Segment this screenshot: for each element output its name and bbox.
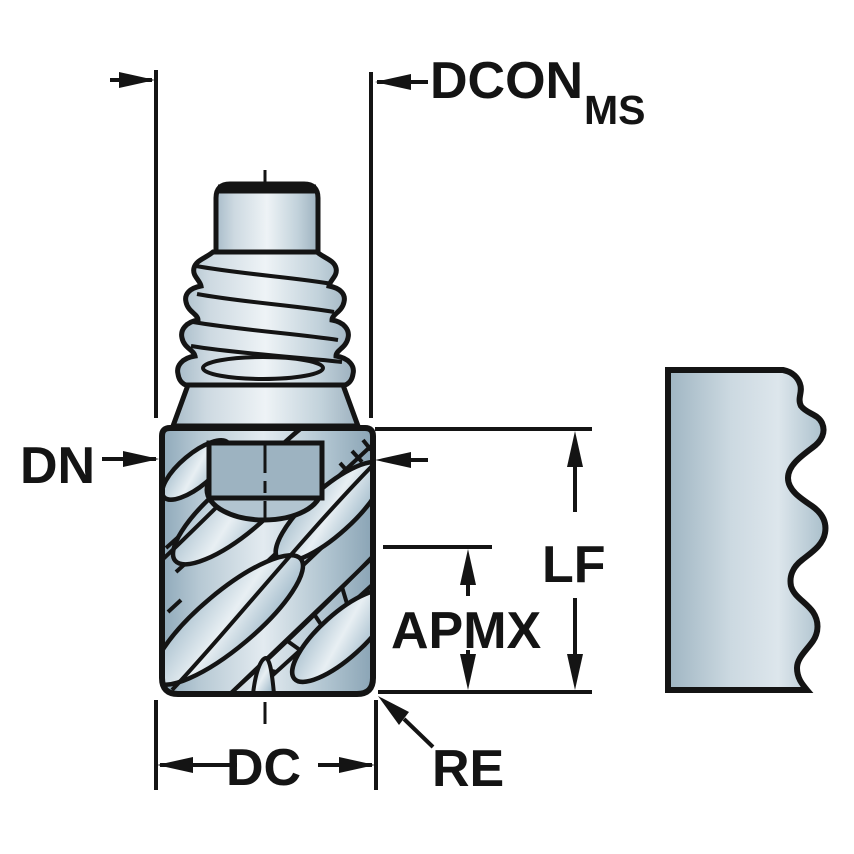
cutter-head <box>159 425 376 697</box>
label-dn: DN <box>20 437 95 495</box>
arrow-down-icon <box>460 654 476 690</box>
arrow-right-icon <box>123 451 159 467</box>
workpiece-profile <box>665 367 829 693</box>
arrow-left-icon <box>375 452 411 468</box>
center-tooth <box>250 655 277 694</box>
dimension-dconms <box>110 70 428 418</box>
arrow-left-icon <box>375 74 411 90</box>
collar <box>169 382 362 429</box>
head-outline <box>159 425 376 697</box>
arrow-left-icon <box>157 757 193 773</box>
label-re: RE <box>432 740 504 798</box>
arrow-up-icon <box>567 431 583 467</box>
cutter-shank <box>169 181 362 429</box>
arrow-up-left-icon <box>378 696 409 725</box>
dimension-dn <box>102 451 428 468</box>
arrow-down-icon <box>567 654 583 690</box>
dimension-apmx <box>378 545 592 694</box>
label-apmx: APMX <box>391 602 542 660</box>
thread-runout-ellipse <box>201 355 325 381</box>
dimension-dc <box>154 700 378 790</box>
label-dc: DC <box>226 739 301 797</box>
label-dcon: DCON <box>430 52 583 110</box>
label-lf: LF <box>542 536 606 594</box>
dimension-lf <box>375 427 592 690</box>
arrow-up-icon <box>460 549 476 585</box>
pilot-cylinder <box>213 181 321 255</box>
label-dcon-subscript: MS <box>584 87 646 133</box>
dimension-re <box>378 696 435 749</box>
arrow-right-icon <box>339 757 375 773</box>
arrow-right-icon <box>119 72 155 88</box>
